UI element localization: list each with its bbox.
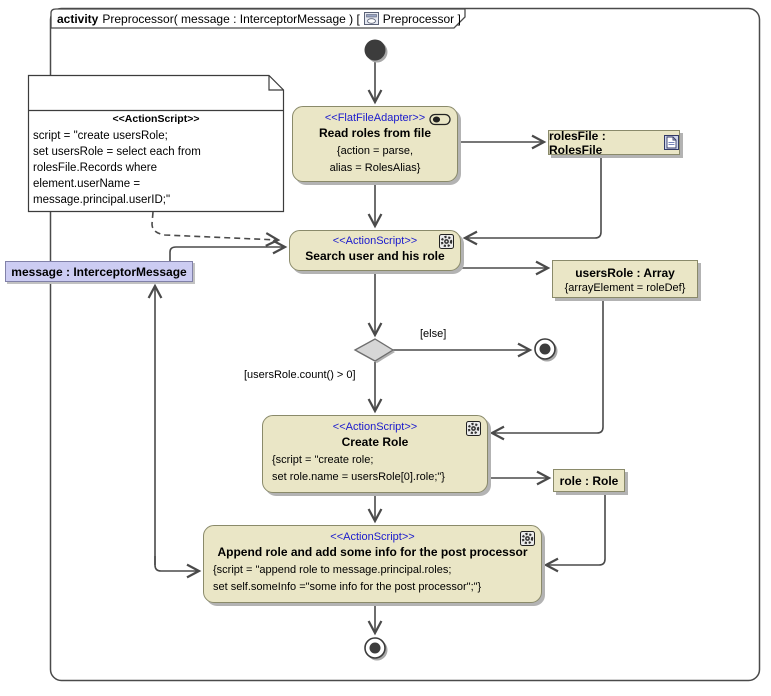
object-usersrole[interactable]: usersRole : Array {arrayElement = roleDe… (552, 260, 698, 298)
action-create-role[interactable]: <<ActionScript>> Create Role {script = "… (262, 415, 488, 493)
frame-title: activity Preprocessor( message : Interce… (57, 10, 461, 27)
object-label: rolesFile : RolesFile (549, 128, 606, 157)
action-body: {action = parse, alias = RolesAlias} (293, 143, 457, 177)
note-line: set usersRole = select each from (33, 146, 201, 158)
edge-usersrole-to-create[interactable] (489, 299, 604, 441)
stereotype-label: <<ActionScript>> (332, 421, 418, 433)
gear-icon (520, 531, 535, 546)
body-line: {script = "append role to message.princi… (213, 564, 452, 576)
decision-node[interactable] (353, 338, 395, 362)
object-body: {arrayElement = roleDef} (564, 282, 686, 294)
action-read-roles-from-file[interactable]: <<FlatFileAdapter>> Read roles from file… (292, 106, 458, 182)
action-search-user-and-role[interactable]: <<ActionScript>> Search user and his rol… (289, 230, 461, 271)
body-line: {action = parse, (336, 145, 414, 157)
object-rolesfile[interactable]: rolesFile : RolesFile (548, 128, 680, 157)
object-role[interactable]: role : Role (553, 469, 625, 492)
action-title: Append role and add some info for the po… (217, 545, 528, 559)
action-title: Create Role (341, 435, 409, 449)
object-label: usersRole : Array (575, 266, 675, 280)
note-line: message.principal.userID;" (33, 194, 171, 206)
edge-rolesfile-to-search[interactable] (462, 157, 602, 246)
document-icon (664, 135, 679, 150)
object-label: role : Role (559, 473, 619, 488)
frame-keyword: activity (57, 11, 99, 26)
activity-final-node-else-core (539, 343, 551, 355)
note-line: rolesFile.Records where (33, 162, 157, 174)
body-line: {script = "create role; (272, 454, 374, 466)
action-append-role[interactable]: <<ActionScript>> Append role and add som… (203, 525, 542, 603)
edge-note-attachment[interactable] (151, 211, 281, 247)
note-body: script = "create usersRole; set usersRol… (33, 128, 281, 208)
note-stereotype: <<ActionScript>> (112, 113, 200, 125)
note-shape[interactable] (27, 74, 285, 213)
body-line: alias = RolesAlias} (329, 162, 421, 174)
gear-icon (439, 234, 454, 249)
edge-role-to-append[interactable] (543, 493, 606, 573)
guard-usersrole-count: [usersRole.count() > 0] (244, 369, 356, 381)
stereotype-label: <<ActionScript>> (330, 531, 415, 543)
action-body: {script = "create role; set role.name = … (263, 452, 487, 486)
frame-activity-name: Preprocessor( message : InterceptorMessa… (102, 11, 360, 26)
edge-message-to-search[interactable] (169, 239, 288, 261)
action-title: Read roles from file (318, 126, 432, 140)
activity-final-node-bottom-core (369, 642, 381, 654)
body-line: set self.someInfo ="some info for the po… (213, 581, 482, 593)
activity-frame-icon (363, 11, 379, 26)
action-body: {script = "append role to message.princi… (204, 562, 541, 596)
gear-icon (466, 421, 481, 436)
note-fold-corner (268, 75, 284, 91)
frame-title-tab (50, 8, 466, 29)
note-line: element.userName = (33, 178, 141, 190)
edge-message-to-append[interactable] (154, 556, 202, 579)
note-line: script = "create usersRole; (33, 130, 168, 142)
initial-node[interactable] (364, 39, 386, 61)
guard-else: [else] (420, 328, 447, 340)
stereotype-label: <<ActionScript>> (332, 235, 418, 247)
action-title: Search user and his role (305, 249, 445, 263)
parameter-label: message : InterceptorMessage (11, 264, 187, 279)
stereotype-label: <<FlatFileAdapter>> (324, 112, 426, 124)
adapter-icon (429, 112, 451, 127)
parameter-message[interactable]: message : InterceptorMessage (5, 261, 193, 282)
body-line: set role.name = usersRole[0].role;"} (272, 471, 445, 483)
frame-diagram-name: Preprocessor ] (382, 11, 461, 26)
